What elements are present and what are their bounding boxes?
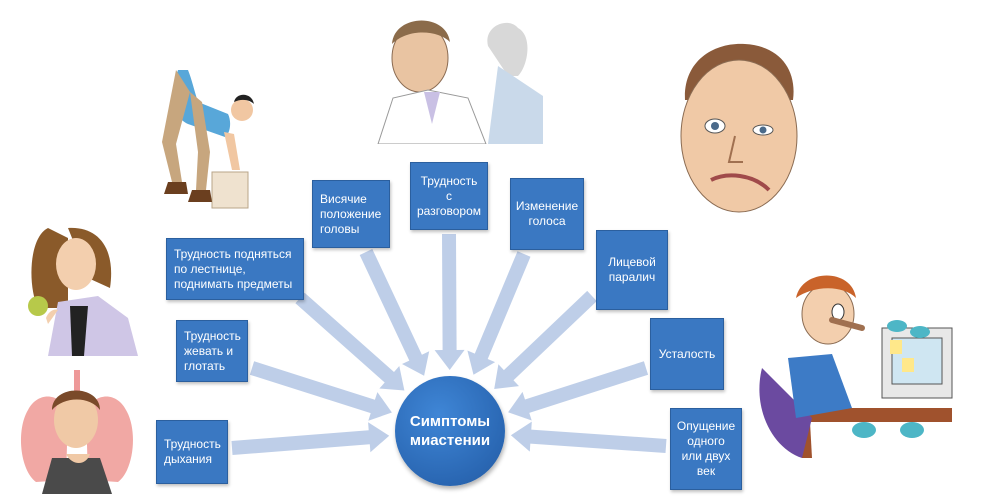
arrow-head (359, 249, 430, 376)
breathing-difficulty-icon (16, 370, 138, 494)
symptom-box-facial: Лицевой паралич (596, 230, 668, 310)
symptom-box-chewing: Трудность жевать и глотать (176, 320, 248, 382)
symptom-label-breathing: Трудность дыхания (164, 437, 221, 466)
symptom-label-eyelids: Опущение одного или двух век (676, 419, 736, 478)
arrow-breathing (231, 422, 390, 455)
arrow-speech (434, 234, 465, 370)
symptom-label-chewing: Трудность жевать и глотать (184, 328, 241, 373)
person-lifting-box-icon (150, 62, 270, 212)
symptom-label-stairs: Трудность подняться по лестнице, поднима… (174, 246, 293, 291)
symptom-label-speech: Трудность с разговором (417, 173, 482, 218)
symptom-box-voice: Изменение голоса (510, 178, 584, 250)
drooping-face-icon (665, 40, 813, 220)
symptom-box-stairs: Трудность подняться по лестнице, поднима… (166, 238, 304, 300)
arrow-eyelids (510, 421, 667, 453)
arrow-voice (467, 251, 531, 375)
tired-worker-icon (752, 258, 984, 468)
hub-circle: Симптомы миастении (395, 376, 505, 486)
symptom-box-breathing: Трудность дыхания (156, 420, 228, 484)
symptom-box-eyelids: Опущение одного или двух век (670, 408, 742, 490)
symptom-label-fatigue: Усталость (658, 346, 716, 361)
symptom-label-facial: Лицевой паралич (608, 255, 656, 284)
symptom-box-head: Висячие положение головы (312, 180, 390, 248)
arrow-fatigue (508, 361, 649, 421)
arrow-facial (494, 290, 597, 389)
symptom-label-voice: Изменение голоса (515, 199, 579, 228)
symptom-box-speech: Трудность с разговором (410, 162, 488, 230)
symptom-box-fatigue: Усталость (650, 318, 724, 390)
symptom-label-head: Висячие положение головы (320, 191, 382, 236)
conversation-icon (368, 6, 548, 144)
arrow-chewing (249, 361, 392, 421)
hub-label: Симптомы миастении (409, 413, 491, 449)
woman-eating-apple-icon (18, 218, 138, 356)
arrow-stairs (295, 292, 405, 391)
